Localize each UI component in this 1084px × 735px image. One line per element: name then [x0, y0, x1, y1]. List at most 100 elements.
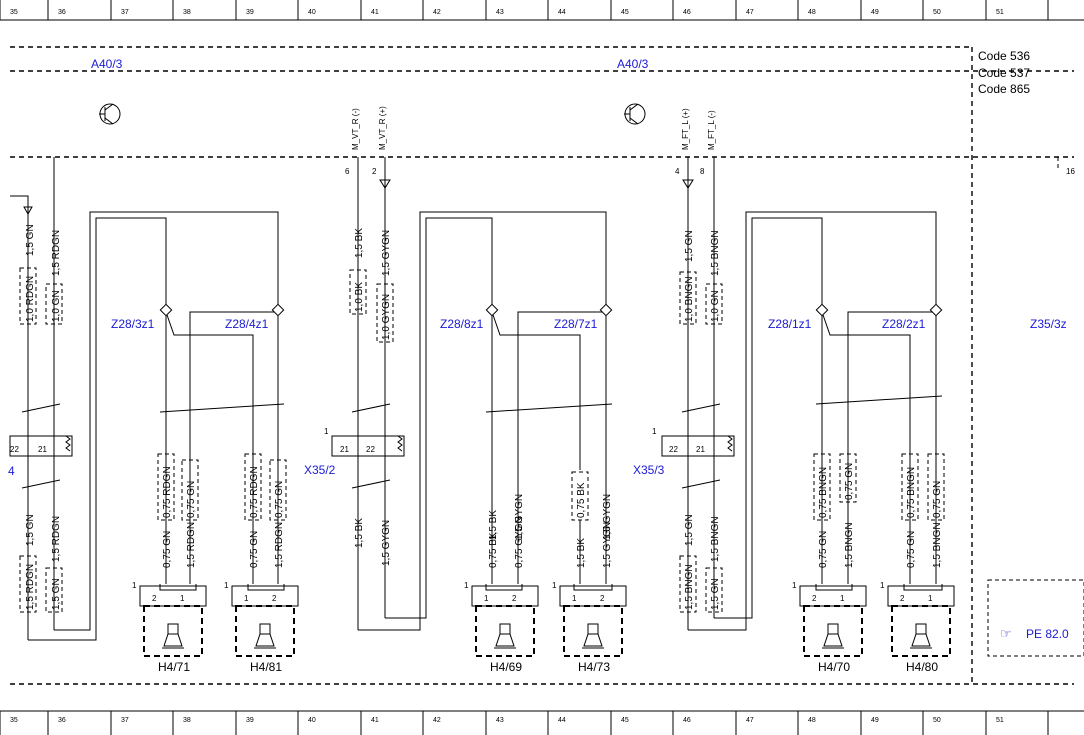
wire-label: 0,75 GN: [818, 531, 829, 568]
ruler-label: 40: [308, 9, 316, 16]
wire-label: 0,75 BK: [576, 482, 587, 518]
ruler-label: 41: [371, 9, 379, 16]
wire-label: 0,75 BNGN: [818, 467, 829, 518]
ruler-label: 47: [746, 717, 754, 724]
svg-text:1: 1: [132, 581, 137, 590]
wire-label: 1,5 GN: [684, 514, 695, 546]
connector-x35-3: 1 22 21: [652, 427, 735, 457]
ruler-label: 42: [433, 9, 441, 16]
wire-label: 1,5 BNGN: [932, 522, 943, 568]
ruler-label: 38: [183, 717, 191, 724]
connector-label: 4: [8, 464, 15, 478]
ruler-label: 47: [746, 9, 754, 16]
splice-label: Z28/7z1: [554, 317, 598, 331]
wire-label: 1,0 GN: [51, 290, 62, 322]
wire-label: 1,5 RDGN: [274, 522, 285, 568]
wire-label: 1,5 BK: [354, 518, 365, 548]
svg-text:1: 1: [572, 594, 577, 603]
wire-label: 0,75 RDGN: [249, 466, 260, 518]
ruler-label: 39: [246, 9, 254, 16]
wire-label: 1,5 BK: [488, 510, 499, 540]
ruler-label: 37: [121, 9, 129, 16]
splice-label: Z28/4z1: [225, 317, 269, 331]
pointer-hand-icon: ☞: [1000, 626, 1012, 641]
ruler-label: 40: [308, 717, 316, 724]
speaker-label: H4/69: [490, 660, 522, 674]
pin-number: 6: [345, 167, 350, 176]
ruler-label: 42: [433, 717, 441, 724]
wire-label: 1,5 BNGN: [710, 230, 721, 276]
wire-label: 1,0 BNGN: [684, 276, 695, 322]
ruler-label: 38: [183, 9, 191, 16]
splice-label: Z35/3z: [1030, 317, 1067, 331]
ruler-label: 44: [558, 717, 566, 724]
ruler-label: 46: [683, 717, 691, 724]
wire-label: 1,5 GN: [710, 578, 721, 610]
svg-text:1: 1: [552, 581, 557, 590]
svg-text:1: 1: [928, 594, 933, 603]
speaker-label: H4/71: [158, 660, 190, 674]
svg-text:1: 1: [880, 581, 885, 590]
signal-label: M_VT_R (-): [351, 108, 360, 150]
code-label: Code 536: [978, 49, 1030, 63]
wire-label: 1,5 RDGN: [186, 522, 197, 568]
pin-number: 22: [10, 445, 19, 454]
module-boundary: [10, 46, 1074, 685]
wires-left: [10, 157, 285, 641]
ruler-label: 48: [808, 717, 816, 724]
reference-box[interactable]: ☞ PE 82.0: [987, 579, 1084, 657]
ruler-label: 49: [871, 717, 879, 724]
wire-label: 1,5 RDGN: [25, 564, 36, 610]
svg-text:2: 2: [152, 594, 157, 603]
connector-partial: 22 21: [9, 435, 73, 457]
svg-text:2: 2: [900, 594, 905, 603]
ruler-label: 37: [121, 717, 129, 724]
ruler-label: 35: [10, 9, 18, 16]
svg-text:2: 2: [512, 594, 517, 603]
svg-text:1: 1: [792, 581, 797, 590]
wire-label: 1,5 GYGN: [514, 494, 525, 540]
reference-link[interactable]: PE 82.0: [1026, 627, 1069, 641]
wire-labels: 1,5 GN 1,5 RDGN 1,0 RDGN 1,0 GN 1,5 GN 1…: [25, 224, 943, 610]
ruler-label: 41: [371, 717, 379, 724]
ruler-label: 43: [496, 9, 504, 16]
ruler-label: 45: [621, 9, 629, 16]
wire-label: 0,75 GN: [249, 531, 260, 568]
wire-label: 1,5 RDGN: [51, 516, 62, 562]
wire-label: 1,0 RDGN: [25, 276, 36, 322]
ruler-label: 50: [933, 717, 941, 724]
pin-number: 21: [340, 445, 349, 454]
svg-text:1: 1: [244, 594, 249, 603]
wire-label: 1,5 GYGN: [602, 494, 613, 540]
wire-label: 0,75 GN: [906, 531, 917, 568]
ruler-label: 51: [996, 9, 1004, 16]
transistor-icon: [624, 103, 646, 125]
ruler-label: 36: [58, 717, 66, 724]
wire-label: 1,5 GYGN: [381, 230, 392, 276]
splice-label: Z28/1z1: [768, 317, 812, 331]
wire-label: 1,5 BK: [576, 538, 587, 568]
module-label: A40/3: [617, 57, 649, 71]
ruler-label: 51: [996, 717, 1004, 724]
wire-label: 0,75 BNGN: [906, 467, 917, 518]
pin-number: 16: [1066, 167, 1075, 176]
pin-number: 1: [324, 427, 329, 436]
ruler-label: 43: [496, 717, 504, 724]
wire-label: 1,5 GN: [51, 578, 62, 610]
pin-number: 22: [366, 445, 375, 454]
ruler-label: 45: [621, 717, 629, 724]
pin-number: 21: [38, 445, 47, 454]
wire-label: 1,0 GYGN: [381, 294, 392, 340]
speaker-label: H4/73: [578, 660, 610, 674]
svg-text:1: 1: [464, 581, 469, 590]
wire-label: 1,5 BNGN: [684, 564, 695, 610]
ruler-label: 35: [10, 717, 18, 724]
pin-number: 21: [696, 445, 705, 454]
